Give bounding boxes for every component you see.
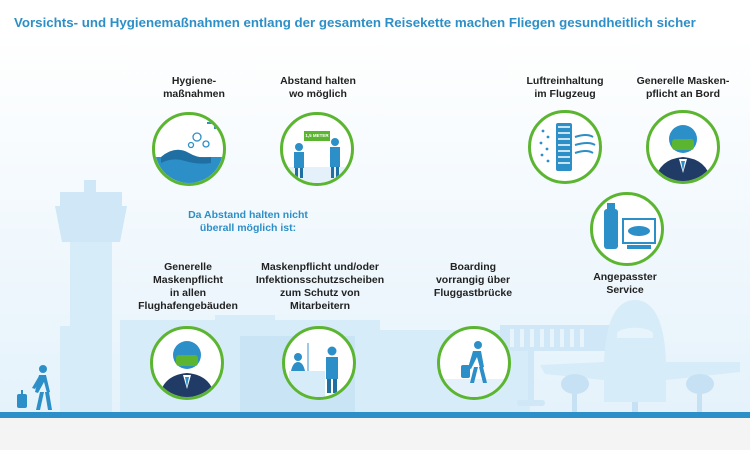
note-distance-not-possible: Da Abstand halten nicht überall möglich … xyxy=(188,209,308,234)
control-tower xyxy=(55,180,127,412)
label-masks-airport: Generelle Maskenpflicht in allen Flughaf… xyxy=(138,261,238,312)
label-air-filter: Luftreinhaltung im Flugzeug xyxy=(526,75,604,100)
hand-washing-icon xyxy=(152,112,226,186)
label-service: Angepasster Service xyxy=(593,271,657,296)
label-masks-on-board: Generelle Masken- pflicht an Bord xyxy=(636,75,730,100)
bottle-sandwich-icon xyxy=(590,192,664,266)
label-staff-protection: Maskenpflicht und/oder Infektionsschutzs… xyxy=(255,261,385,312)
walking-traveler-icon xyxy=(437,326,511,400)
traveler-silhouette xyxy=(17,365,52,410)
ground-line xyxy=(0,412,750,418)
label-boarding: Boarding vorrangig über Fluggastbrücke xyxy=(433,261,513,299)
label-distance: Abstand halten wo möglich xyxy=(280,75,356,100)
masked-person-icon xyxy=(150,326,224,400)
label-hygiene: Hygiene- maßnahmen xyxy=(163,75,225,100)
infographic-title: Vorsichts- und Hygienemaßnahmen entlang … xyxy=(14,15,696,30)
air-filter-icon xyxy=(528,110,602,184)
jet-bridge xyxy=(500,325,615,406)
distance-sign: 1,5 METER xyxy=(304,131,330,141)
airplane xyxy=(540,300,740,412)
counter-staff-icon xyxy=(282,326,356,400)
bottom-strip xyxy=(0,418,750,450)
masked-person-icon xyxy=(646,110,720,184)
distance-icon: 1,5 METER xyxy=(280,112,354,186)
